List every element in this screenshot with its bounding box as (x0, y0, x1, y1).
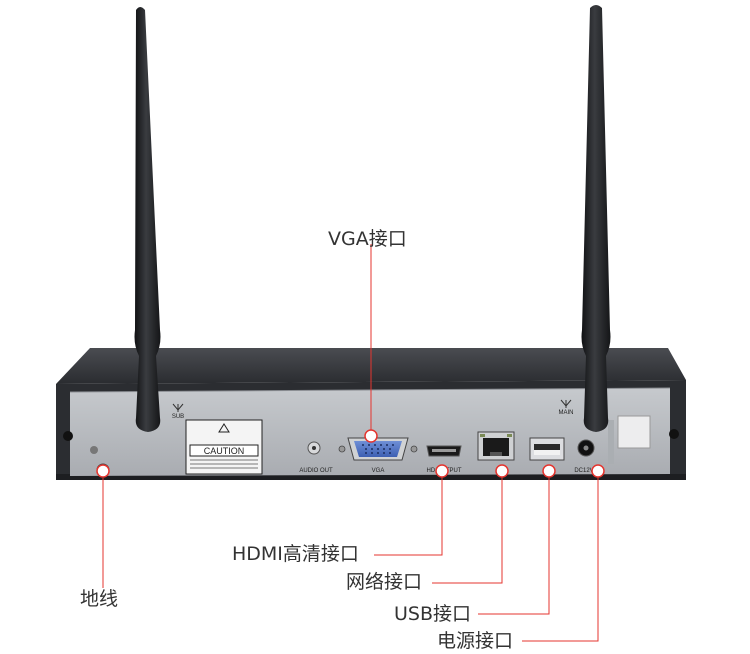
antenna-left (134, 7, 161, 432)
dc-port-label: DC12V (574, 468, 593, 474)
hdmi-callout-label: HDMI高清接口 (232, 543, 359, 565)
ground-callout-label: 地线 (80, 588, 119, 610)
antenna-right (581, 5, 611, 432)
power-switch-area (608, 415, 651, 464)
main-antenna-label: MAIN (559, 410, 574, 416)
callout-lines (102, 244, 599, 642)
dc-power-port: DC12V (574, 439, 595, 474)
lan-port (477, 431, 515, 461)
callout-dots (96, 429, 605, 478)
audio-out-port: AUDIO OUT (299, 441, 333, 474)
network-callout-label: 网络接口 (346, 571, 423, 593)
warning-icon (218, 423, 230, 433)
caution-text: CAUTION (204, 446, 245, 456)
hdmi-callout-line (374, 471, 443, 556)
usb-port (529, 437, 565, 461)
vga-callout-label: VGA接口 (328, 228, 407, 250)
vga-port: VGA (338, 437, 418, 474)
usb-callout-label: USB接口 (394, 603, 472, 625)
vga-port-label: VGA (372, 468, 385, 474)
antenna-icon (172, 399, 572, 412)
caution-sticker: CAUTION (185, 419, 263, 475)
power-callout-line (522, 471, 599, 642)
sub-antenna-label: SUB (172, 414, 184, 420)
usb-callout-line (478, 471, 550, 615)
screw-icon (63, 431, 73, 441)
power-callout-label: 电源接口 (437, 630, 514, 652)
audio-out-label: AUDIO OUT (299, 468, 333, 474)
screw-icon (669, 429, 679, 439)
network-callout-line (432, 471, 503, 584)
